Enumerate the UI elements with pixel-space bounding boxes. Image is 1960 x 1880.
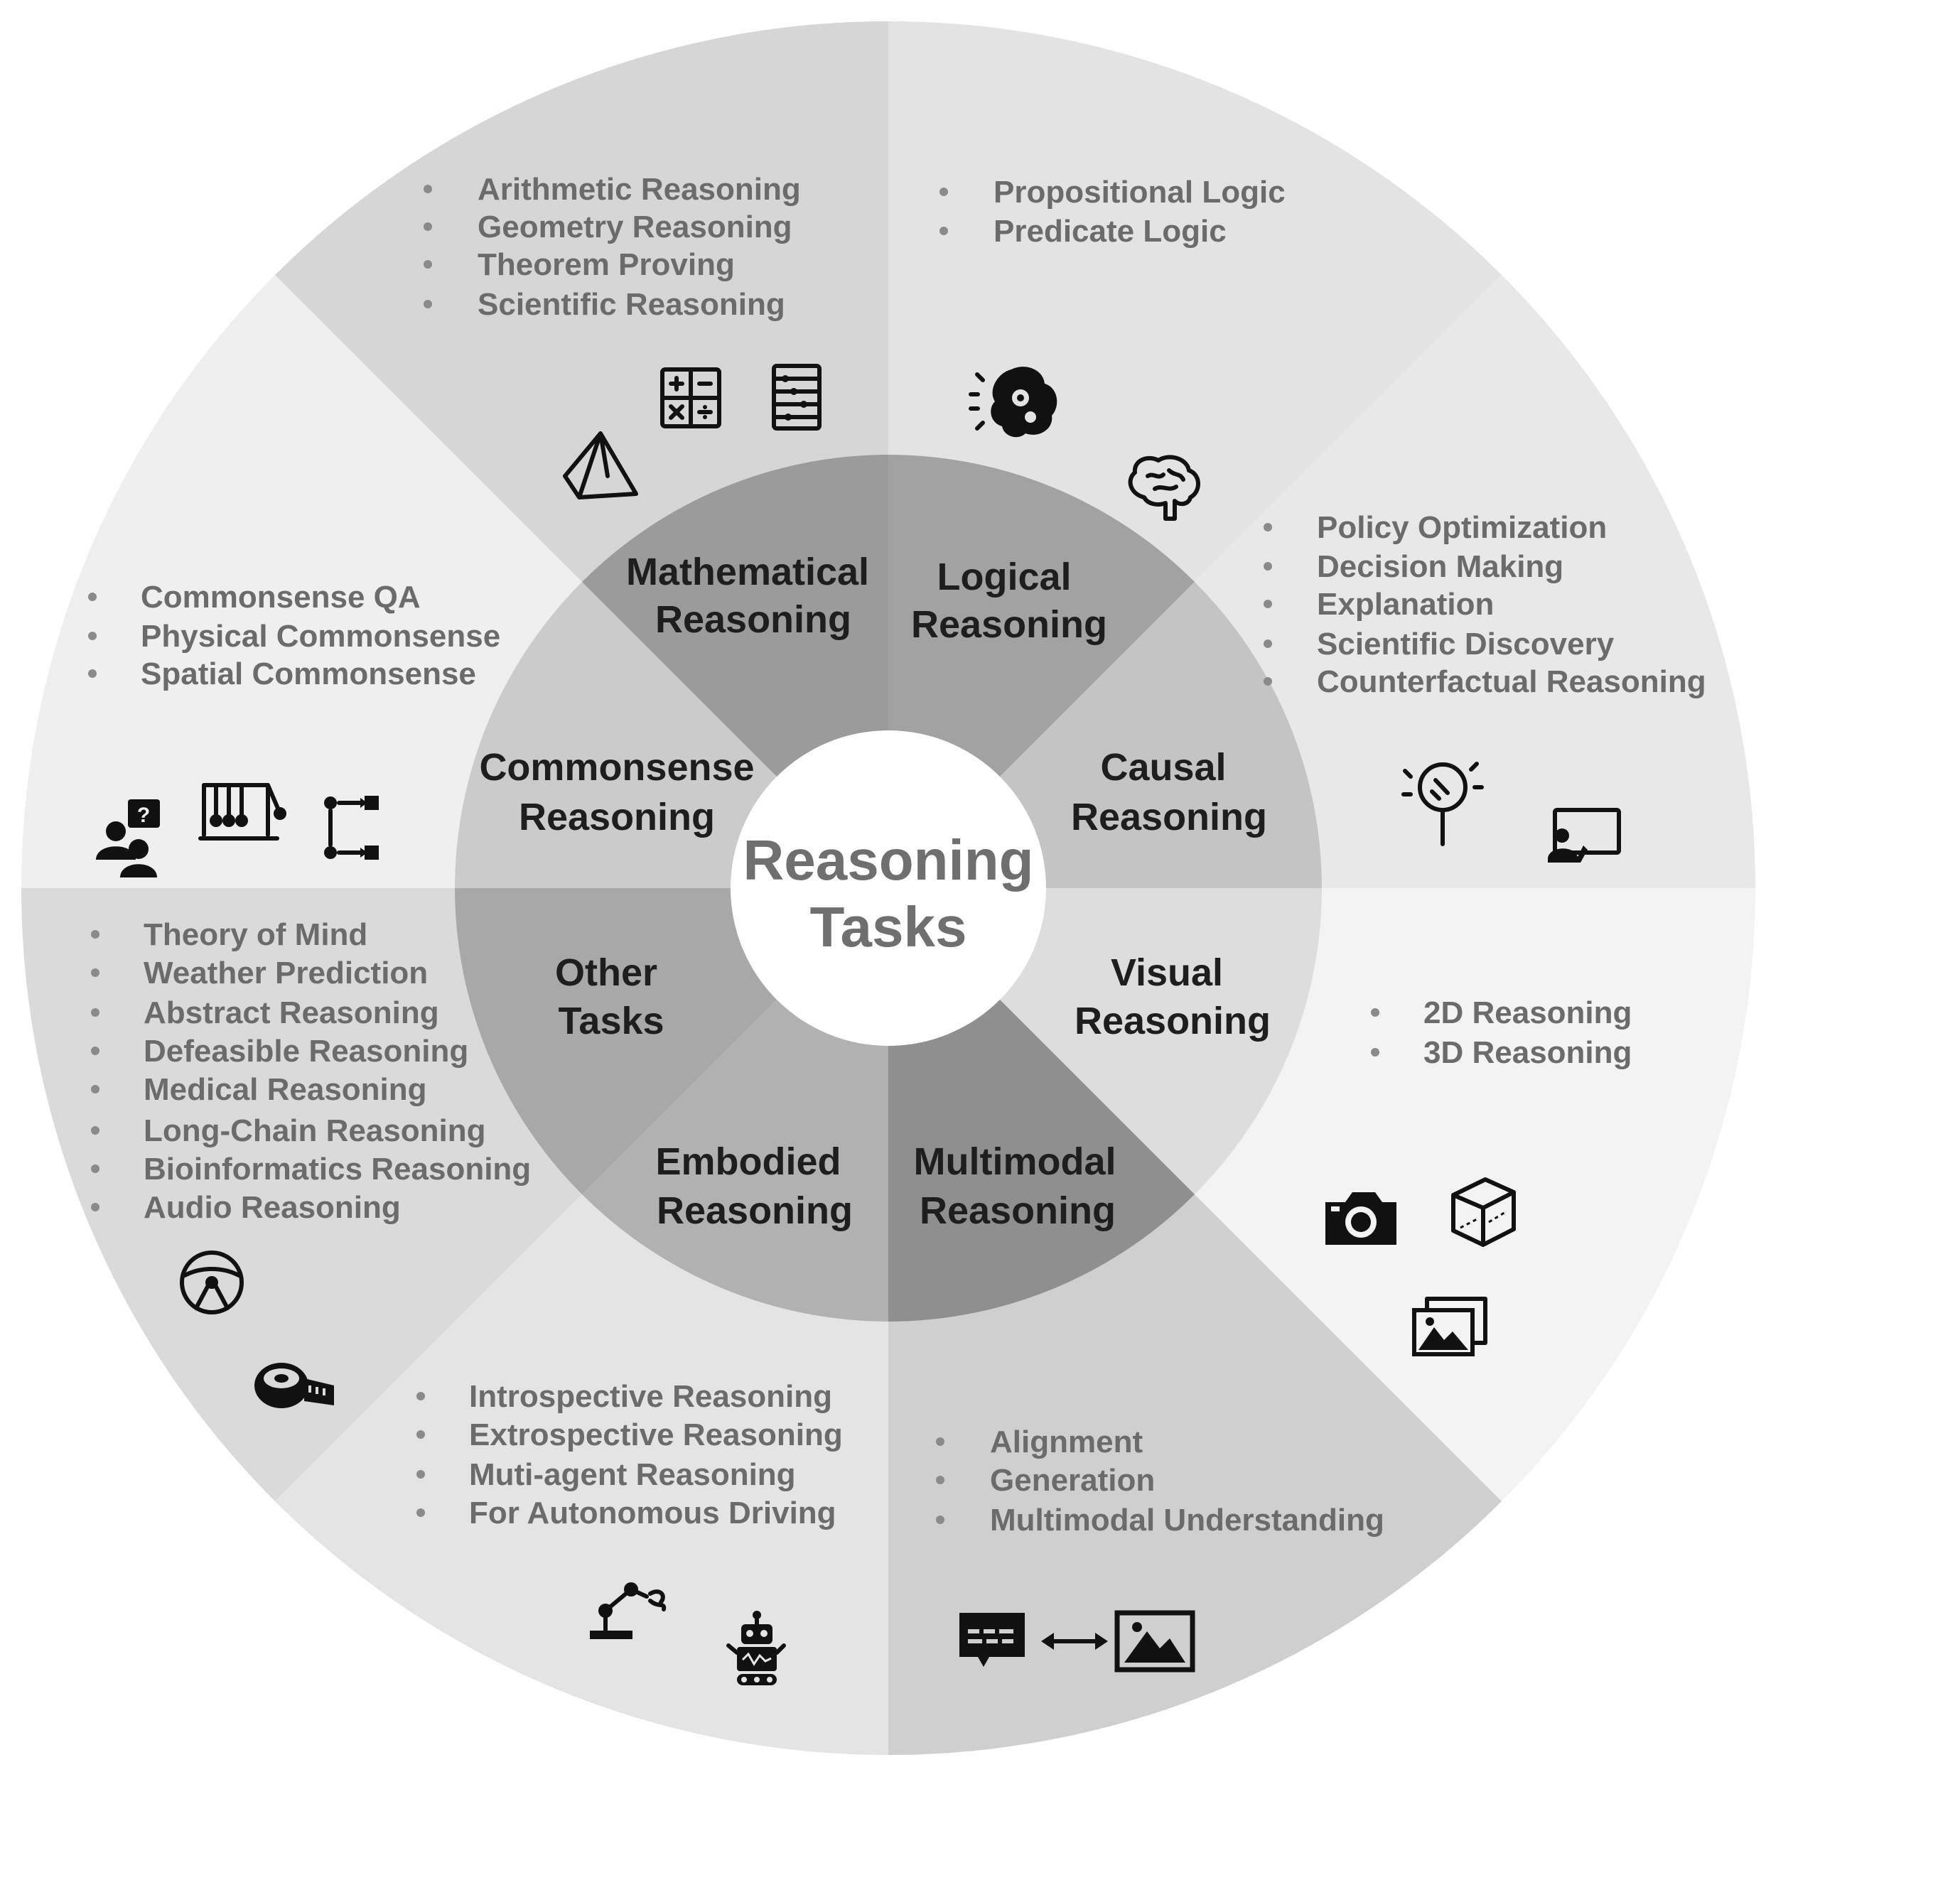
list-item: Generation	[990, 1463, 1155, 1498]
list-item: 2D Reasoning	[1423, 995, 1632, 1030]
list-visual: 2D Reasoning 3D Reasoning	[1371, 995, 1632, 1070]
text-message-icon	[959, 1613, 1025, 1667]
magnifier-bulb-icon	[1401, 762, 1484, 846]
category-causal-line2: Reasoning	[1071, 796, 1267, 838]
question-people-icon: ?	[96, 799, 160, 877]
list-item: Extrospective Reasoning	[469, 1417, 843, 1452]
category-embodied-line1: Embodied	[655, 1140, 841, 1183]
list-item: Physical Commonsense	[141, 619, 500, 654]
list-other: Theory of Mind Weather Prediction Abstra…	[91, 917, 531, 1225]
newtons-cradle-icon	[198, 783, 286, 841]
category-multimodal-line2: Reasoning	[920, 1189, 1116, 1232]
tape-measure-icon	[254, 1363, 334, 1408]
category-math-line2: Reasoning	[655, 598, 851, 641]
list-item: Explanation	[1317, 587, 1494, 622]
category-visual-line1: Visual	[1111, 951, 1223, 994]
list-item: Geometry Reasoning	[478, 210, 792, 244]
brain-gears-icon	[969, 367, 1057, 438]
category-math-line1: Mathematical	[626, 551, 869, 593]
center-title-line2: Tasks	[810, 895, 967, 958]
list-item: Scientific Reasoning	[478, 287, 785, 322]
camera-icon	[1325, 1192, 1396, 1245]
category-causal-line1: Causal	[1100, 746, 1226, 789]
center-title-line1: Reasoning	[743, 828, 1034, 892]
steering-wheel-icon	[180, 1250, 244, 1314]
list-item: Theorem Proving	[478, 247, 735, 282]
list-item: Introspective Reasoning	[469, 1379, 832, 1414]
double-arrow-icon	[1041, 1633, 1108, 1650]
list-item: Weather Prediction	[144, 956, 428, 990]
list-item: Medical Reasoning	[144, 1072, 427, 1107]
brain-icon	[1128, 455, 1200, 521]
pyramid-icon	[563, 431, 638, 499]
category-other-line1: Other	[555, 951, 657, 994]
list-item: Spatial Commonsense	[141, 657, 476, 691]
list-item: For Autonomous Driving	[469, 1496, 836, 1530]
list-item: Defeasible Reasoning	[144, 1034, 468, 1069]
list-item: Long-Chain Reasoning	[144, 1113, 486, 1148]
robot-arm-icon	[590, 1582, 667, 1639]
list-item: Audio Reasoning	[144, 1190, 401, 1225]
list-math: Arithmetic Reasoning Geometry Reasoning …	[424, 172, 801, 322]
list-item: Policy Optimization	[1317, 510, 1607, 545]
list-commonsense: Commonsense QA Physical Commonsense Spat…	[88, 580, 500, 691]
list-item: Scientific Discovery	[1317, 627, 1615, 661]
category-commonsense-line2: Reasoning	[519, 796, 715, 838]
category-multimodal-line1: Multimodal	[914, 1140, 1116, 1183]
image-icon	[1114, 1610, 1195, 1673]
category-embodied-line2: Reasoning	[657, 1189, 853, 1232]
category-logical-line1: Logical	[937, 556, 1071, 598]
presentation-icon	[1548, 808, 1621, 863]
list-causal: Policy Optimization Decision Making Expl…	[1264, 510, 1706, 699]
abacus-icon	[772, 364, 822, 431]
cube-icon	[1451, 1177, 1516, 1247]
list-item: Counterfactual Reasoning	[1317, 664, 1706, 699]
category-visual-line2: Reasoning	[1075, 1000, 1271, 1042]
center-circle	[731, 730, 1046, 1046]
image-stack-icon	[1412, 1297, 1487, 1356]
category-logical-line2: Reasoning	[911, 603, 1107, 646]
category-labels: Mathematical Reasoning Logical Reasoning…	[479, 551, 1271, 1232]
list-item: Arithmetic Reasoning	[478, 172, 801, 207]
robot-icon	[726, 1611, 786, 1685]
list-item: Muti-agent Reasoning	[469, 1457, 796, 1492]
svg-text:?: ?	[137, 804, 150, 827]
list-item: Multimodal Understanding	[990, 1503, 1384, 1538]
list-multimodal: Alignment Generation Multimodal Understa…	[936, 1425, 1384, 1538]
list-item: Bioinformatics Reasoning	[144, 1152, 531, 1187]
list-embodied: Introspective Reasoning Extrospective Re…	[416, 1379, 843, 1530]
calculator-icon	[660, 367, 721, 428]
list-item: Propositional Logic	[994, 175, 1286, 210]
list-logic: Propositional Logic Predicate Logic	[939, 175, 1286, 249]
list-item: Decision Making	[1317, 549, 1563, 584]
list-item: Theory of Mind	[144, 917, 367, 952]
list-item: Commonsense QA	[141, 580, 421, 615]
list-item: 3D Reasoning	[1423, 1035, 1632, 1070]
list-item: Predicate Logic	[994, 214, 1227, 249]
list-item: Abstract Reasoning	[144, 995, 439, 1030]
category-commonsense-line1: Commonsense	[479, 746, 754, 789]
category-other-line2: Tasks	[558, 1000, 664, 1042]
list-item: Alignment	[990, 1425, 1143, 1459]
flowchart-icon	[324, 796, 379, 860]
